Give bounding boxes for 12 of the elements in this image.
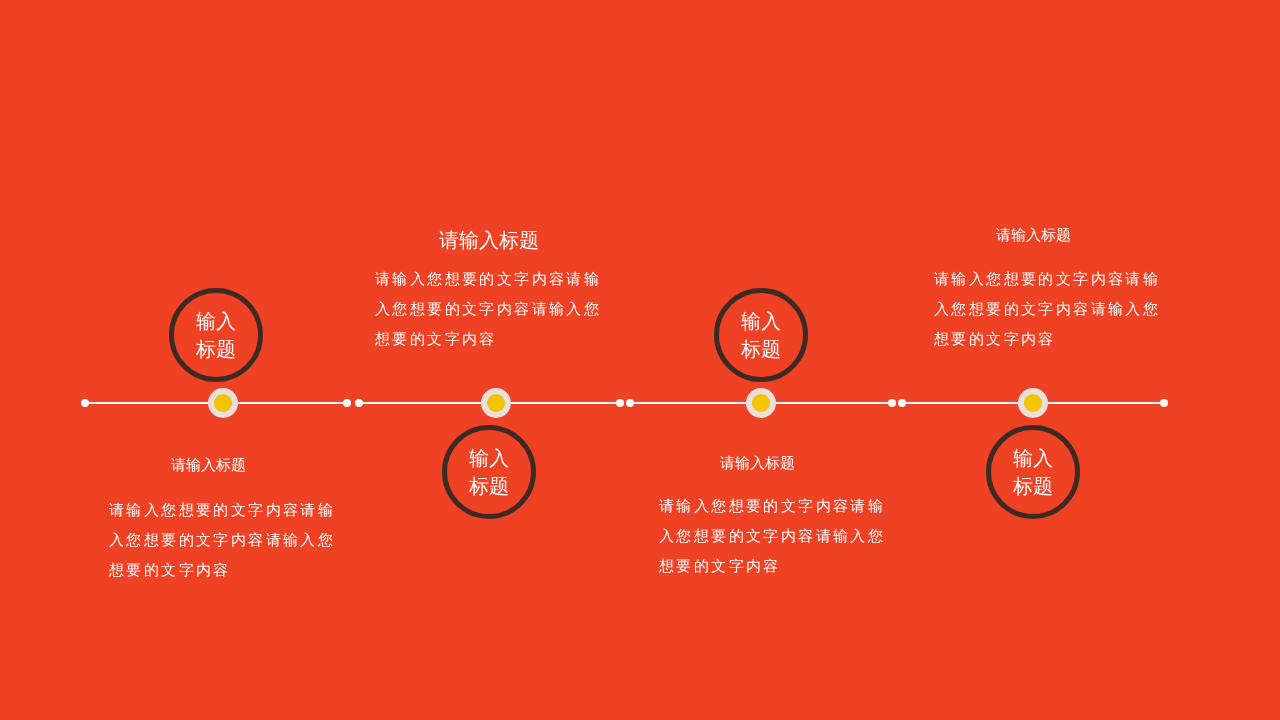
description-text: 请输入您想要的文字内容请输入您想要的文字内容请输入您想要的文字内容 xyxy=(934,269,1162,350)
title-circle: 输入标题 xyxy=(169,288,263,382)
title-circle: 输入标题 xyxy=(714,288,808,382)
title-circle: 输入标题 xyxy=(442,425,536,519)
heading-text: 请输入标题 xyxy=(719,454,795,473)
description-text: 请输入您想要的文字内容请输入您想要的文字内容请输入您想要的文字内容 xyxy=(109,500,337,581)
description-text: 请输入您想要的文字内容请输入您想要的文字内容请输入您想要的文字内容 xyxy=(659,496,887,577)
heading-text: 请输入标题 xyxy=(439,227,539,254)
heading-text: 请输入标题 xyxy=(170,456,246,475)
title-circle: 输入标题 xyxy=(986,425,1080,519)
heading-text: 请输入标题 xyxy=(995,226,1071,245)
description-text: 请输入您想要的文字内容请输入您想要的文字内容请输入您想要的文字内容 xyxy=(375,269,603,350)
